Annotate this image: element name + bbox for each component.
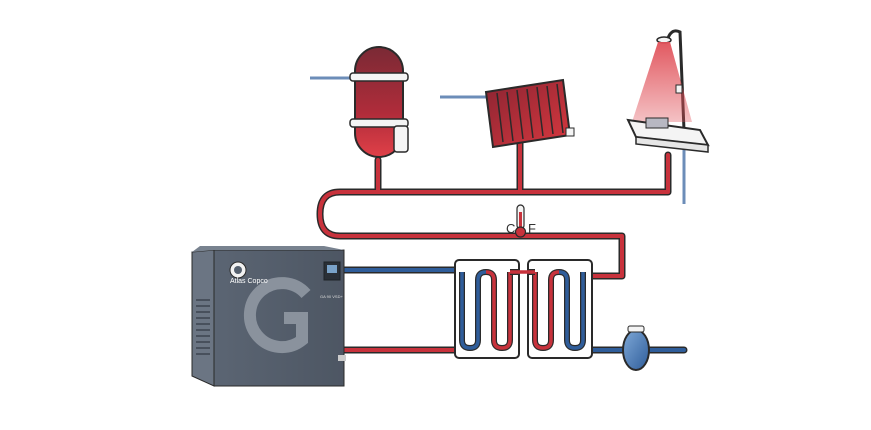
thermometer-unit-fahrenheit: F [528,221,536,236]
air-compressor-icon [191,246,346,387]
hot-water-loop-fill [318,138,670,352]
heat-exchanger-icon [454,259,593,359]
thermometer-unit-celsius: C [506,221,515,236]
pump-icon [622,325,650,371]
thermometer-icon [514,204,527,238]
compressor-model-label: GA 90 VSD+ [320,294,343,299]
hot-water-tank-icon [349,46,409,158]
radiator-icon [484,78,575,149]
shower-icon [626,29,710,153]
compressor-brand-label: Atlas Copco [230,278,268,285]
